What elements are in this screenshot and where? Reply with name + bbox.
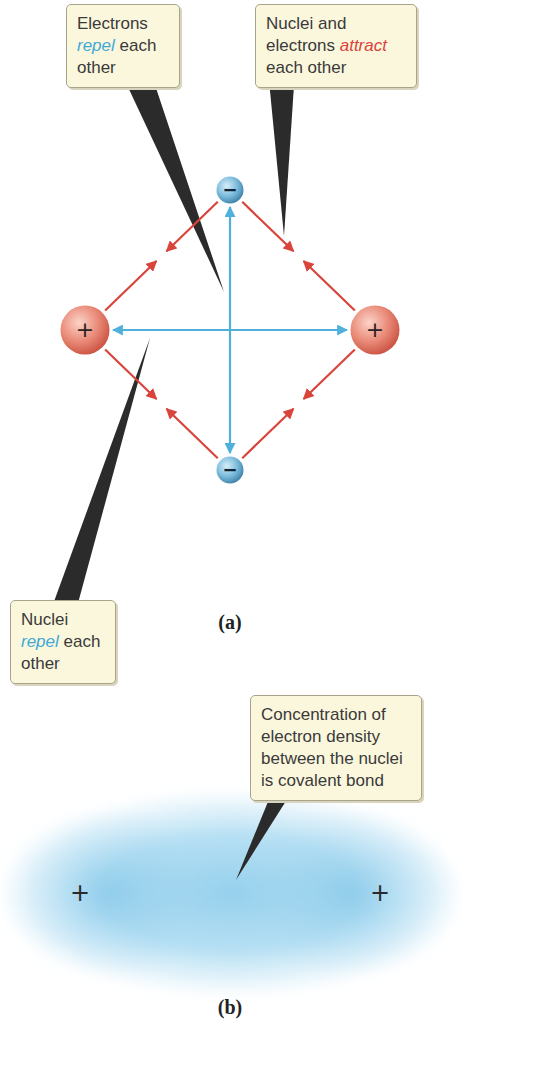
nucleus-circle: + — [60, 305, 110, 355]
panel-label: (a) — [218, 611, 241, 633]
callout-text: Nuclei and electrons attract each other — [266, 13, 406, 79]
electron-cloud — [0, 787, 468, 999]
callout-pointer — [40, 338, 150, 640]
attraction-arrow — [242, 202, 293, 252]
charge-sign: + — [370, 879, 390, 907]
nucleus-circle: + — [350, 305, 400, 355]
attraction-arrow — [105, 261, 156, 311]
attraction-arrow — [242, 202, 355, 311]
callout-box: Nuclei and electrons attract each other — [255, 4, 417, 88]
particle-outline — [61, 306, 110, 355]
repulsion-arrow — [229, 207, 231, 453]
callout-text: Electrons repel each other — [77, 13, 169, 79]
charge-sign: − — [222, 181, 237, 199]
particle-outline — [217, 457, 244, 484]
electron-circle: − — [216, 456, 244, 484]
callout-box: Electrons repel each other — [66, 4, 180, 88]
callout-text: Concentration of electron density betwee… — [261, 704, 411, 792]
particle-outline — [351, 306, 400, 355]
attraction-arrow — [105, 349, 218, 458]
attraction-arrow — [242, 349, 355, 458]
callout-box: Nuclei repel each other — [10, 600, 116, 684]
charge-sign: + — [366, 319, 384, 341]
panel-label: (b) — [218, 996, 242, 1018]
particle-outline — [217, 177, 244, 204]
callout-box: Concentration of electron density betwee… — [250, 695, 422, 801]
callout-text: Nuclei repel each other — [21, 609, 105, 675]
electron-circle: − — [216, 176, 244, 204]
attraction-arrow — [105, 202, 218, 311]
attraction-arrow — [304, 261, 355, 311]
callout-pointer — [268, 70, 295, 236]
attraction-arrow — [105, 349, 156, 399]
charge-sign: − — [222, 461, 237, 479]
attraction-arrow — [166, 409, 217, 459]
attraction-arrow — [304, 349, 355, 399]
callout-pointer — [120, 70, 224, 292]
repulsion-arrow — [230, 207, 231, 453]
charge-sign: + — [76, 319, 94, 341]
attraction-arrow — [166, 202, 217, 252]
attraction-arrow — [242, 409, 293, 459]
charge-sign: + — [70, 879, 90, 907]
